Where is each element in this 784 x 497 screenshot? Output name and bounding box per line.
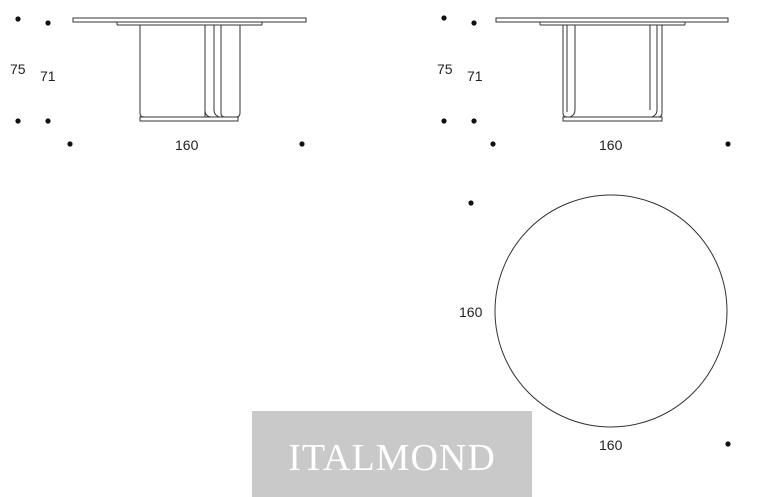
dimension-dots-right	[441, 15, 731, 147]
dim-width-right: 160	[599, 137, 623, 153]
table-top-left	[72, 17, 307, 23]
front-view-left	[72, 17, 307, 122]
base-plate-right	[562, 116, 663, 122]
dim-height-inner-left: 71	[40, 68, 56, 84]
table-top-right	[495, 17, 729, 23]
pedestal-left	[139, 25, 206, 118]
dim-height-outer-left: 75	[10, 61, 26, 77]
dimension-dots-top	[468, 200, 731, 447]
watermark: ITALMOND	[252, 411, 532, 497]
watermark-text: ITALMOND	[288, 437, 496, 479]
front-view-right	[495, 17, 729, 122]
dim-width-left: 160	[175, 137, 199, 153]
pedestal-right	[562, 25, 663, 118]
dim-diameter-vertical: 160	[459, 304, 483, 320]
dim-diameter-horizontal: 160	[599, 437, 623, 453]
dim-height-outer-right: 75	[437, 61, 453, 77]
dimension-dots-left	[15, 16, 305, 147]
dim-height-inner-right: 71	[467, 68, 483, 84]
base-plate-left	[139, 116, 239, 122]
table-top-circle	[494, 194, 728, 428]
